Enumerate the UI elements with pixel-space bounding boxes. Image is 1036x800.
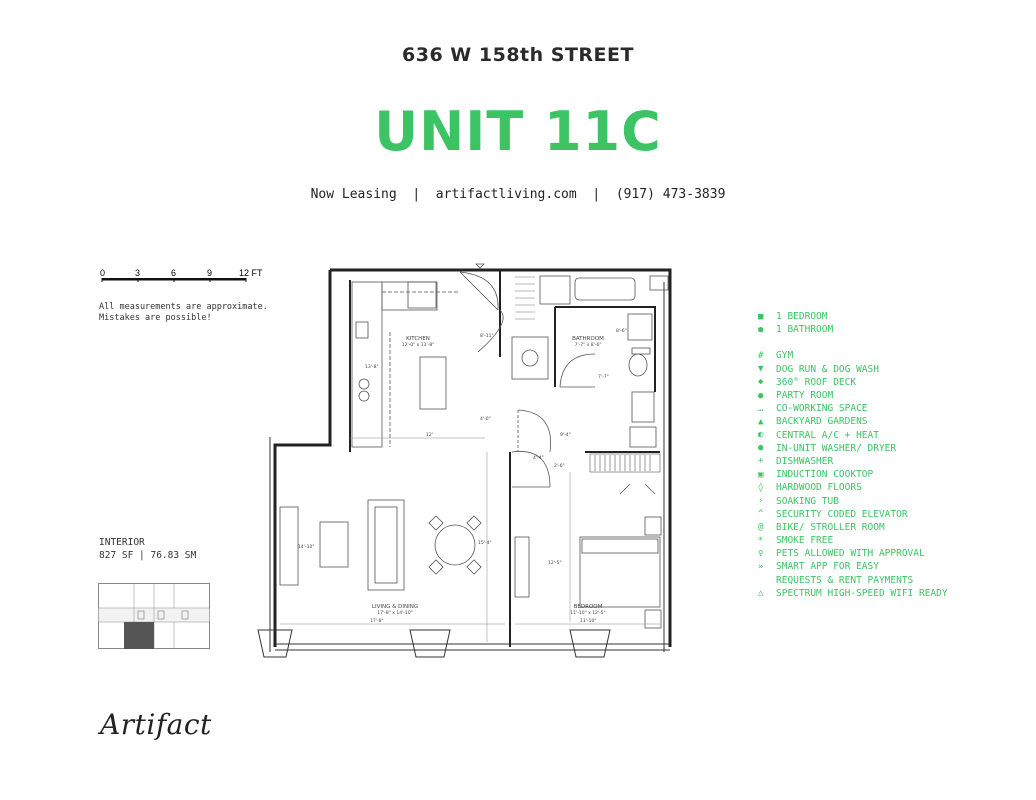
interior-label: INTERIOR <box>99 537 145 548</box>
legend-item-roof-deck: ◆360° ROOF DECK <box>758 376 857 388</box>
kitchen-label: KITCHEN <box>406 336 430 342</box>
floor-plan: KITCHEN 12'-0" x 13'-8" BATHROOM 7'-7" x… <box>257 263 672 658</box>
dim-living-mid: 15'-4" <box>478 540 492 546</box>
roof-deck-icon: ◆ <box>758 377 764 388</box>
smoke-free-icon: * <box>758 535 764 546</box>
hardwood-icon: ◊ <box>758 482 764 493</box>
dog-wash-icon: ▼ <box>758 364 764 375</box>
dim-living-vertical: 14'-10" <box>298 544 314 550</box>
legend-item-ac-heat: ◐CENTRAL A/C + HEAT <box>758 429 879 441</box>
dim-bed-width: 11'-10" <box>580 618 596 624</box>
tub-icon: › <box>758 496 764 507</box>
living-label: LIVING & DINING <box>372 604 418 610</box>
bedroom-label: BEDROOM <box>574 604 603 610</box>
contact-line: Now Leasing | artifactliving.com | (917)… <box>310 187 726 202</box>
dim-kitchen-vertical: 13'-8" <box>365 364 379 370</box>
legend-item-smart-app: »SMART APP FOR EASY <box>758 561 879 573</box>
scale-tick-0: 0 <box>100 268 105 278</box>
artifact-logo: Artifact <box>100 708 212 741</box>
legend-item-soaking-tub: ›SOAKING TUB <box>758 495 839 507</box>
smart-app-icon: » <box>758 561 764 572</box>
living-dims: 17'-8" x 14'-10" <box>377 610 412 616</box>
scale-bar: 0 3 6 9 12 FT <box>100 268 263 282</box>
garden-icon: ▲ <box>758 416 764 427</box>
dim-12: 12' <box>426 432 433 438</box>
legend-item-coworking: …CO-WORKING SPACE <box>758 403 868 415</box>
dim-bed-vertical: 12'-5" <box>548 560 562 566</box>
party-room-icon: ● <box>758 390 764 401</box>
interior-area-value: 827 SF | 76.83 SM <box>99 550 197 561</box>
dim-bath-height: 7'-7" <box>598 374 609 380</box>
bike-icon: @ <box>758 522 764 533</box>
disclaimer: All measurements are approximate. Mistak… <box>99 302 268 324</box>
coworking-icon: … <box>758 403 764 414</box>
legend-item-bedroom: ■1 BEDROOM <box>758 311 828 323</box>
scale-tick-12: 12 FT <box>239 268 263 278</box>
dim-entry: 8'-11" <box>480 333 494 339</box>
dim-closet: 4'-4" <box>533 455 544 461</box>
legend-item-pets: ♀PETS ALLOWED WITH APPROVAL <box>758 548 925 560</box>
ac-heat-icon: ◐ <box>758 430 764 441</box>
unit-title: UNIT 11C <box>374 100 662 163</box>
bathroom-label: BATHROOM <box>572 336 604 342</box>
legend-item-party-room: ●PARTY ROOM <box>758 390 834 402</box>
legend-item-dishwasher: +DISHWASHER <box>758 455 834 467</box>
dim-living-width: 17'-8" <box>370 618 384 624</box>
legend-item-gardens: ▲BACKYARD GARDENS <box>758 416 868 428</box>
bedroom-dims: 11'-10" x 12'-5" <box>570 610 605 616</box>
washer-dryer-icon: ● <box>758 443 764 454</box>
kitchen-dims: 12'-0" x 13'-8" <box>402 342 435 348</box>
elevator-icon: ^ <box>758 509 764 520</box>
dim-closet-2: 2'-6" <box>554 463 565 469</box>
legend-item-dog-run: ▼DOG RUN & DOG WASH <box>758 363 879 375</box>
interior-area: INTERIOR 827 SF | 76.83 SM <box>99 536 196 562</box>
gym-icon: # <box>758 350 764 361</box>
scale-tick-3: 3 <box>135 268 140 278</box>
disclaimer-line-1: All measurements are approximate. <box>99 302 268 312</box>
legend-item-bike-room: @BIKE/ STROLLER ROOM <box>758 521 885 533</box>
legend-item-gym: #GYM <box>758 350 794 362</box>
building-address: 636 W 158th STREET <box>402 44 634 66</box>
wifi-icon: △ <box>758 588 764 599</box>
scale-tick-9: 9 <box>207 268 212 278</box>
disclaimer-line-2: Mistakes are possible! <box>99 313 212 323</box>
dim-hall: 4'-0" <box>480 416 491 422</box>
scale-tick-6: 6 <box>171 268 176 278</box>
amenities-legend: ■1 BEDROOM ●1 BATHROOM #GYM ▼DOG RUN & D… <box>758 310 948 600</box>
legend-item-washer-dryer: ●IN-UNIT WASHER/ DRYER <box>758 442 897 454</box>
legend-item-bathroom: ●1 BATHROOM <box>758 324 834 336</box>
dishwasher-icon: + <box>758 456 764 467</box>
dim-bath-width: 8'-6" <box>616 328 627 334</box>
dim-hall-2: 9'-4" <box>560 432 571 438</box>
legend-item-smart-app-cont: REQUESTS & RENT PAYMENTS <box>776 574 914 586</box>
legend-item-cooktop: ▣INDUCTION COOKTOP <box>758 469 874 481</box>
bathroom-icon: ● <box>758 324 764 335</box>
legend-item-wifi: △SPECTRUM HIGH-SPEED WIFI READY <box>758 587 948 599</box>
legend-item-hardwood: ◊HARDWOOD FLOORS <box>758 482 862 494</box>
key-plan-unit-highlight <box>124 622 154 649</box>
legend-item-smoke-free: *SMOKE FREE <box>758 535 834 547</box>
cooktop-icon: ▣ <box>758 469 764 480</box>
bathroom-dims: 7'-7" x 8'-6" <box>575 342 602 348</box>
pets-icon: ♀ <box>758 548 764 559</box>
legend-item-elevator: ^SECURITY CODED ELEVATOR <box>758 508 908 520</box>
key-plan <box>98 583 210 649</box>
bedroom-icon: ■ <box>758 311 764 322</box>
